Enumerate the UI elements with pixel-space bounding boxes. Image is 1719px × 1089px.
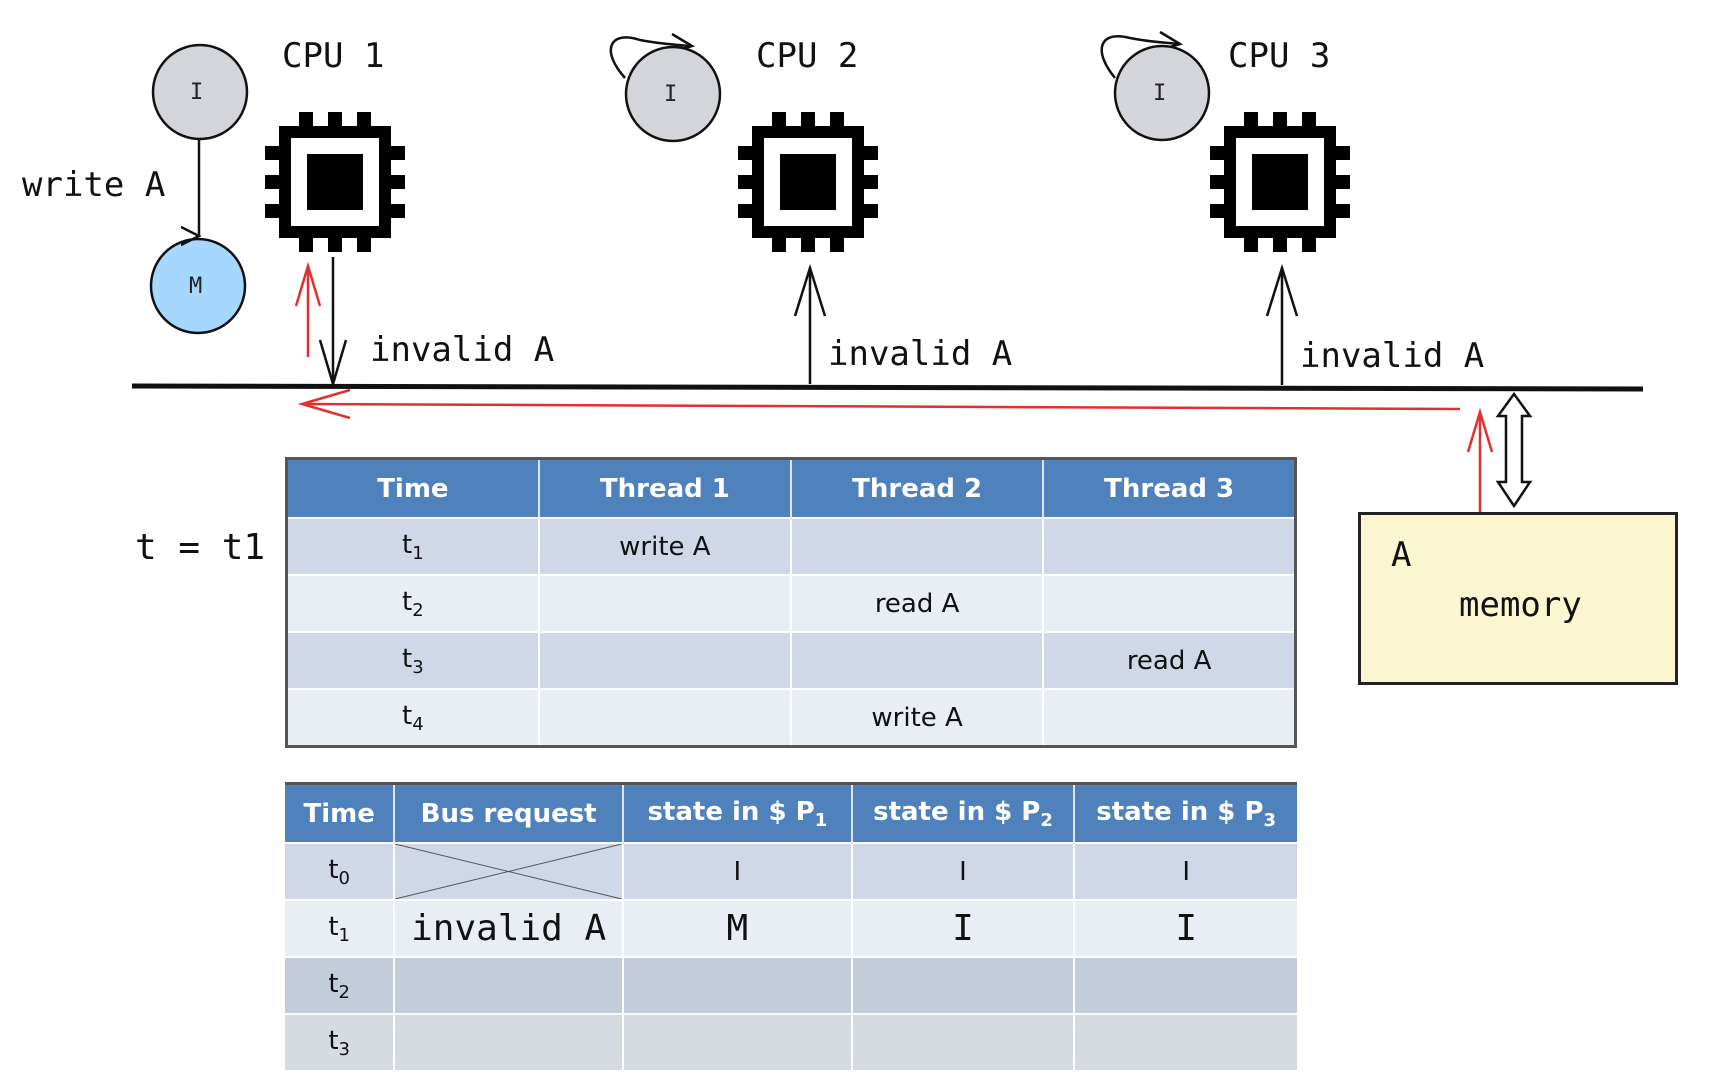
cpu-2-label: CPU 2 <box>756 36 859 76</box>
cpu2-state-i-node <box>624 45 722 143</box>
col-thread-2: Thread 2 <box>791 458 1045 518</box>
state-p3-cell: I <box>1074 899 1297 957</box>
col-thread-3: Thread 3 <box>1043 458 1296 518</box>
table-cell: read A <box>1043 631 1296 689</box>
thread-schedule-table: Time Thread 1 Thread 2 Thread 3 t1 write… <box>285 457 1297 748</box>
table-row: t3 <box>285 1013 1297 1070</box>
bus-red-response-arrow <box>301 402 1461 411</box>
table-cell <box>1043 688 1296 747</box>
state-p2-cell <box>851 1013 1076 1070</box>
table-row: t1 write A <box>286 517 1296 575</box>
cpu-3-label: CPU 3 <box>1228 36 1331 76</box>
table-cell: write A <box>538 517 793 575</box>
state-p1-cell <box>622 956 853 1014</box>
cpu1-state-i-label: I <box>190 80 204 105</box>
time-cell: t2 <box>286 574 540 632</box>
time-cell: t1 <box>286 517 540 575</box>
state-p2-cell: I <box>851 899 1076 957</box>
state-p3-cell <box>1074 956 1297 1014</box>
table-row: t3 read A <box>286 631 1296 689</box>
bus-line <box>131 383 1644 392</box>
table-cell: read A <box>791 574 1045 632</box>
cpu2-self-loop-arrow <box>609 36 691 79</box>
table-row: t2 <box>285 956 1297 1014</box>
time-cell: t3 <box>285 1013 396 1070</box>
state-p3-cell: I <box>1074 842 1297 900</box>
cpu-3-chip-icon <box>1210 112 1350 252</box>
state-p2-cell: I <box>851 842 1076 900</box>
table-cell <box>538 574 793 632</box>
table-cell <box>791 517 1045 575</box>
cpu-2-chip-icon <box>738 112 878 252</box>
bus-request-cell <box>394 1013 624 1070</box>
state-p3-cell <box>1074 1013 1297 1070</box>
col-state-p2: state in $ P2 <box>851 783 1076 843</box>
table-cell <box>538 688 793 747</box>
col-thread-1: Thread 1 <box>538 458 793 518</box>
memory-line-a: A <box>1391 535 1412 575</box>
col-state-p1: state in $ P1 <box>622 783 853 843</box>
table-header-row: Time Bus request state in $ P1 state in … <box>285 783 1297 843</box>
cross-out-icon <box>395 844 622 899</box>
col-bus-request: Bus request <box>394 783 624 843</box>
table-cell <box>538 631 793 689</box>
cpu2-state-i-label: I <box>664 82 678 107</box>
table-row: t2 read A <box>286 574 1296 632</box>
bus-request-cell: invalid A <box>394 899 624 957</box>
bus-message-cpu1: invalid A <box>370 330 555 370</box>
table-cell: write A <box>791 688 1045 747</box>
time-cell: t0 <box>285 842 396 900</box>
state-p2-cell <box>851 956 1076 1014</box>
memory-label: memory <box>1459 585 1582 625</box>
col-state-p3: state in $ P3 <box>1074 783 1297 843</box>
table-cell <box>1043 517 1296 575</box>
state-p1-cell: M <box>622 899 853 957</box>
bus-message-cpu2: invalid A <box>828 334 1013 374</box>
write-transition-label: write A <box>22 165 166 205</box>
bus-request-crossed-cell <box>394 842 624 900</box>
cache-state-table: Time Bus request state in $ P1 state in … <box>285 782 1297 1070</box>
cpu-1-label: CPU 1 <box>282 36 385 76</box>
bus-message-cpu3: invalid A <box>1300 336 1485 376</box>
memory-block: A memory <box>1358 512 1678 685</box>
cpu3-state-i-label: I <box>1153 81 1167 106</box>
col-time: Time <box>286 458 540 518</box>
table-header-row: Time Thread 1 Thread 2 Thread 3 <box>286 458 1296 518</box>
table-row: t1 invalid A M I I <box>285 899 1297 957</box>
time-cell: t2 <box>285 956 396 1014</box>
table-row: t0 I I I <box>285 842 1297 900</box>
time-cell: t1 <box>285 899 396 957</box>
cpu1-state-m-label: M <box>189 274 203 299</box>
cpu3-state-i-node <box>1113 44 1211 142</box>
time-cell: t4 <box>286 688 540 747</box>
time-cell: t3 <box>286 631 540 689</box>
table-row: t4 write A <box>286 688 1296 747</box>
time-indicator: t = t1 <box>135 527 266 568</box>
bus-request-cell <box>394 956 624 1014</box>
table-cell <box>791 631 1045 689</box>
cpu-1-chip-icon <box>265 112 405 252</box>
col-time: Time <box>285 783 396 843</box>
memory-bus-double-arrow-icon <box>1495 391 1533 509</box>
table-cell <box>1043 574 1296 632</box>
state-p1-cell <box>622 1013 853 1070</box>
state-p1-cell: I <box>622 842 853 900</box>
cpu3-self-loop-arrow <box>1100 35 1181 79</box>
